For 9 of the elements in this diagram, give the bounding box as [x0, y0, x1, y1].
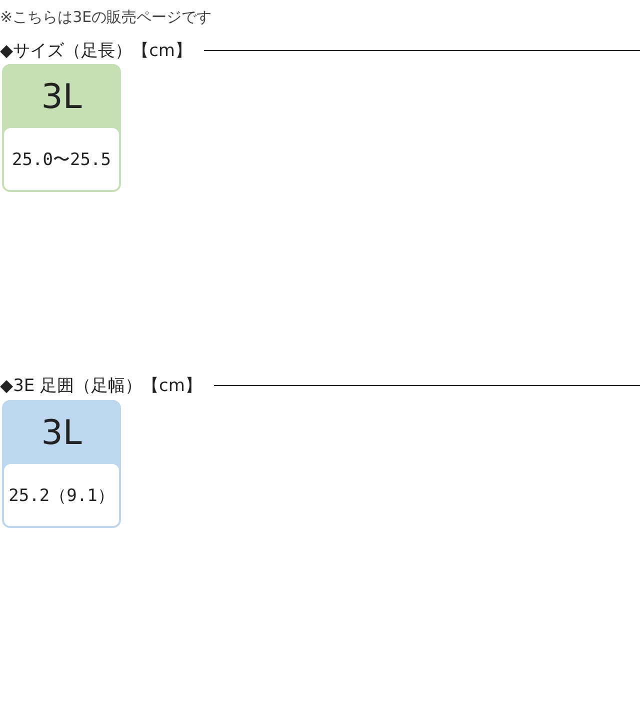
section-heading: ◆3E 足囲（足幅）【cm】 — [0, 375, 202, 397]
size-label: 3L — [40, 76, 83, 119]
size-card — [2, 400, 121, 528]
section-heading: ◆サイズ（足長）【cm】 — [0, 40, 192, 62]
measurement-text: 25.2（9.1） — [4, 464, 119, 526]
note-text: ※こちらは3Eの販売ページです — [0, 8, 212, 27]
size-card — [2, 64, 121, 192]
measurement-text: 25.0〜25.5 — [4, 128, 119, 190]
size-label: 3L — [40, 412, 83, 455]
